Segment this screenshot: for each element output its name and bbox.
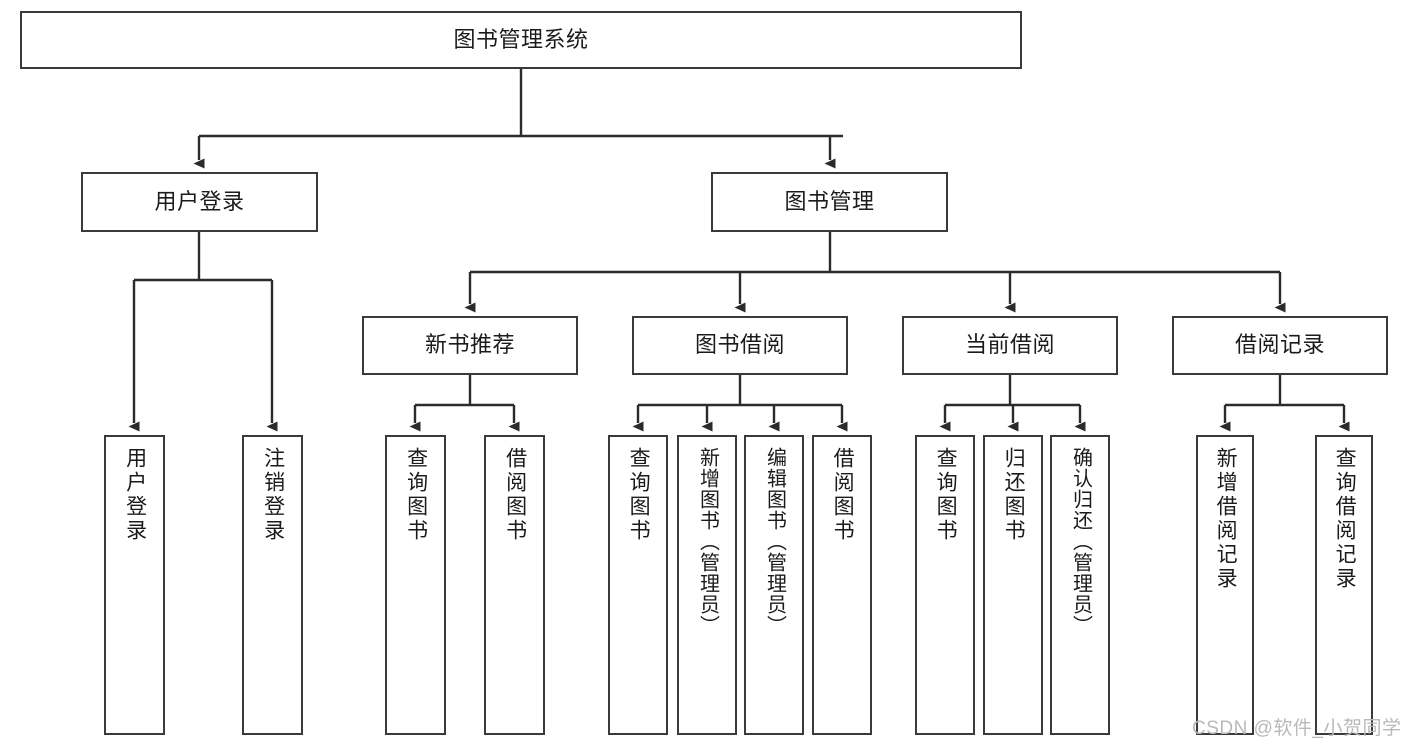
node-user-login-label: 用户登录 <box>154 188 245 214</box>
node-leaf-query-record[interactable]: 查询借阅记录 <box>1315 435 1373 735</box>
node-leaf-query-book-rec[interactable]: 查询图书 <box>385 435 446 735</box>
node-leaf-borrow-book-rec[interactable]: 借阅图书 <box>484 435 545 735</box>
node-leaf-edit-book-label: 编辑图书（管理员） <box>763 447 786 636</box>
node-leaf-query-book-borrow[interactable]: 查询图书 <box>608 435 668 735</box>
node-leaf-edit-book[interactable]: 编辑图书（管理员） <box>744 435 804 735</box>
node-leaf-logout-label: 注销登录 <box>261 447 285 543</box>
node-leaf-query-book-cur-label: 查询图书 <box>934 447 958 543</box>
node-root-label: 图书管理系统 <box>453 26 589 52</box>
node-leaf-confirm-return[interactable]: 确认归还（管理员） <box>1050 435 1110 735</box>
node-leaf-borrow-book-label: 借阅图书 <box>831 447 855 543</box>
node-leaf-add-book-label: 新增图书（管理员） <box>696 447 719 636</box>
node-leaf-borrow-book-rec-label: 借阅图书 <box>503 447 527 543</box>
node-leaf-query-book-rec-label: 查询图书 <box>404 447 428 543</box>
node-leaf-return-book[interactable]: 归还图书 <box>983 435 1043 735</box>
node-leaf-query-book-borrow-label: 查询图书 <box>627 447 651 543</box>
node-borrow-record-label: 借阅记录 <box>1234 332 1325 358</box>
node-current-borrow-label: 当前借阅 <box>964 332 1055 358</box>
node-leaf-user-login-label: 用户登录 <box>123 447 147 543</box>
node-root[interactable]: 图书管理系统 <box>20 11 1022 69</box>
node-leaf-borrow-book[interactable]: 借阅图书 <box>812 435 872 735</box>
node-borrow-record[interactable]: 借阅记录 <box>1172 316 1388 375</box>
node-leaf-query-record-label: 查询借阅记录 <box>1333 447 1357 591</box>
node-leaf-add-record[interactable]: 新增借阅记录 <box>1196 435 1254 735</box>
watermark-text: CSDN @软件_小贺同学 <box>1192 718 1402 739</box>
node-leaf-user-login[interactable]: 用户登录 <box>104 435 165 735</box>
node-new-book-rec-label: 新书推荐 <box>424 332 515 358</box>
node-book-borrow-label: 图书借阅 <box>694 332 785 358</box>
node-leaf-confirm-return-label: 确认归还（管理员） <box>1069 447 1092 636</box>
node-user-login[interactable]: 用户登录 <box>81 172 318 232</box>
node-leaf-return-book-label: 归还图书 <box>1002 447 1026 543</box>
node-current-borrow[interactable]: 当前借阅 <box>902 316 1118 375</box>
node-book-manage[interactable]: 图书管理 <box>711 172 948 232</box>
node-leaf-add-book[interactable]: 新增图书（管理员） <box>677 435 737 735</box>
node-book-manage-label: 图书管理 <box>784 188 875 214</box>
node-leaf-query-book-cur[interactable]: 查询图书 <box>915 435 975 735</box>
node-leaf-logout[interactable]: 注销登录 <box>242 435 303 735</box>
node-new-book-rec[interactable]: 新书推荐 <box>362 316 578 375</box>
node-book-borrow[interactable]: 图书借阅 <box>632 316 848 375</box>
node-leaf-add-record-label: 新增借阅记录 <box>1214 447 1238 591</box>
